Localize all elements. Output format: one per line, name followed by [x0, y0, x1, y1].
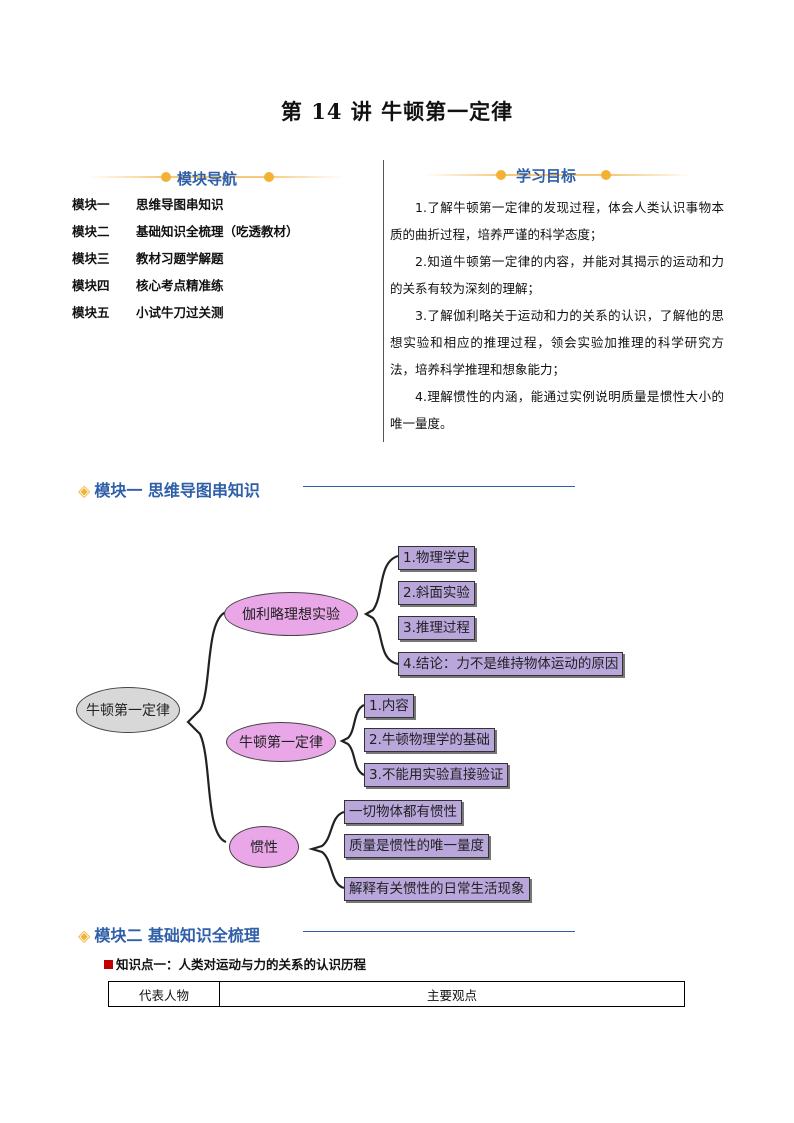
goal-1: 1.了解牛顿第一定律的发现过程，体会人类认识事物本质的曲折过程，培养严谨的科学态…: [390, 200, 724, 242]
table-header-row: 代表人物 主要观点: [108, 981, 685, 1007]
nav-item-5[interactable]: 模块五小试牛刀过关测: [72, 305, 224, 320]
mindmap-leaf-1-2: 2.斜面实验: [398, 581, 475, 605]
goal-4: 4.理解惯性的内涵，能通过实例说明质量是惯性大小的唯一量度。: [390, 389, 724, 431]
mindmap-leaf-3-2: 质量是惯性的唯一量度: [344, 834, 489, 858]
nav-item-2[interactable]: 模块二基础知识全梳理（吃透教材）: [72, 224, 299, 239]
goals-header: 学习目标: [516, 167, 577, 185]
nav-header-dot-icon: [161, 172, 171, 182]
section-2-header: ◈模块二 基础知识全梳理: [78, 926, 260, 945]
nav-header-line: [88, 176, 343, 178]
nav-item-1[interactable]: 模块一思维导图串知识: [72, 197, 224, 212]
section-2-rule: [303, 931, 575, 932]
nav-header-dot-icon: [264, 172, 274, 182]
mindmap-leaf-1-4: 4.结论：力不是维持物体运动的原因: [398, 652, 624, 676]
history-table: 代表人物 主要观点: [108, 981, 685, 1007]
mindmap-branch-2: 牛顿第一定律: [226, 722, 336, 762]
table-header-cell: 代表人物: [108, 981, 220, 1007]
page-title: 第 14 讲 牛顿第一定律: [280, 99, 514, 124]
diamond-bullet-icon: ◈: [78, 926, 91, 945]
section-1-header: ◈模块一 思维导图串知识: [78, 481, 260, 500]
mindmap-root: 牛顿第一定律: [76, 687, 180, 733]
mindmap-leaf-2-2: 2.牛顿物理学的基础: [364, 728, 495, 752]
goal-2: 2.知道牛顿第一定律的内容，并能对其揭示的运动和力的关系有较为深刻的理解；: [390, 254, 724, 296]
mindmap-leaf-3-3: 解释有关惯性的日常生活现象: [344, 877, 530, 901]
goals-header-dot-icon: [496, 170, 506, 180]
diamond-bullet-icon: ◈: [78, 481, 91, 500]
mindmap-leaf-1-1: 1.物理学史: [398, 546, 475, 570]
goal-3: 3.了解伽利略关于运动和力的关系的认识，了解他的思想实验和相应的推理过程，领会实…: [390, 308, 724, 377]
mindmap-leaf-2-3: 3.不能用实验直接验证: [364, 763, 509, 787]
nav-header: 模块导航: [177, 170, 238, 188]
goals-header-line: [423, 174, 693, 176]
mindmap-branch-3: 惯性: [229, 826, 299, 868]
mindmap-branch-1: 伽利略理想实验: [224, 592, 358, 636]
section-1-rule: [303, 486, 575, 487]
goals-header-dot-icon: [601, 170, 611, 180]
mindmap-leaf-1-3: 3.推理过程: [398, 616, 475, 640]
red-square-bullet-icon: [104, 960, 113, 969]
mindmap-leaf-2-1: 1.内容: [364, 694, 414, 718]
knowledge-point-title: 知识点一：人类对运动与力的关系的认识历程: [104, 954, 366, 973]
learning-goals: 1.了解牛顿第一定律的发现过程，体会人类认识事物本质的曲折过程，培养严谨的科学态…: [390, 194, 724, 437]
column-divider: [383, 160, 384, 442]
table-header-cell: 主要观点: [219, 981, 685, 1007]
nav-item-4[interactable]: 模块四核心考点精准练: [72, 278, 224, 293]
mindmap-leaf-3-1: 一切物体都有惯性: [344, 800, 462, 824]
nav-item-3[interactable]: 模块三教材习题学解题: [72, 251, 224, 266]
